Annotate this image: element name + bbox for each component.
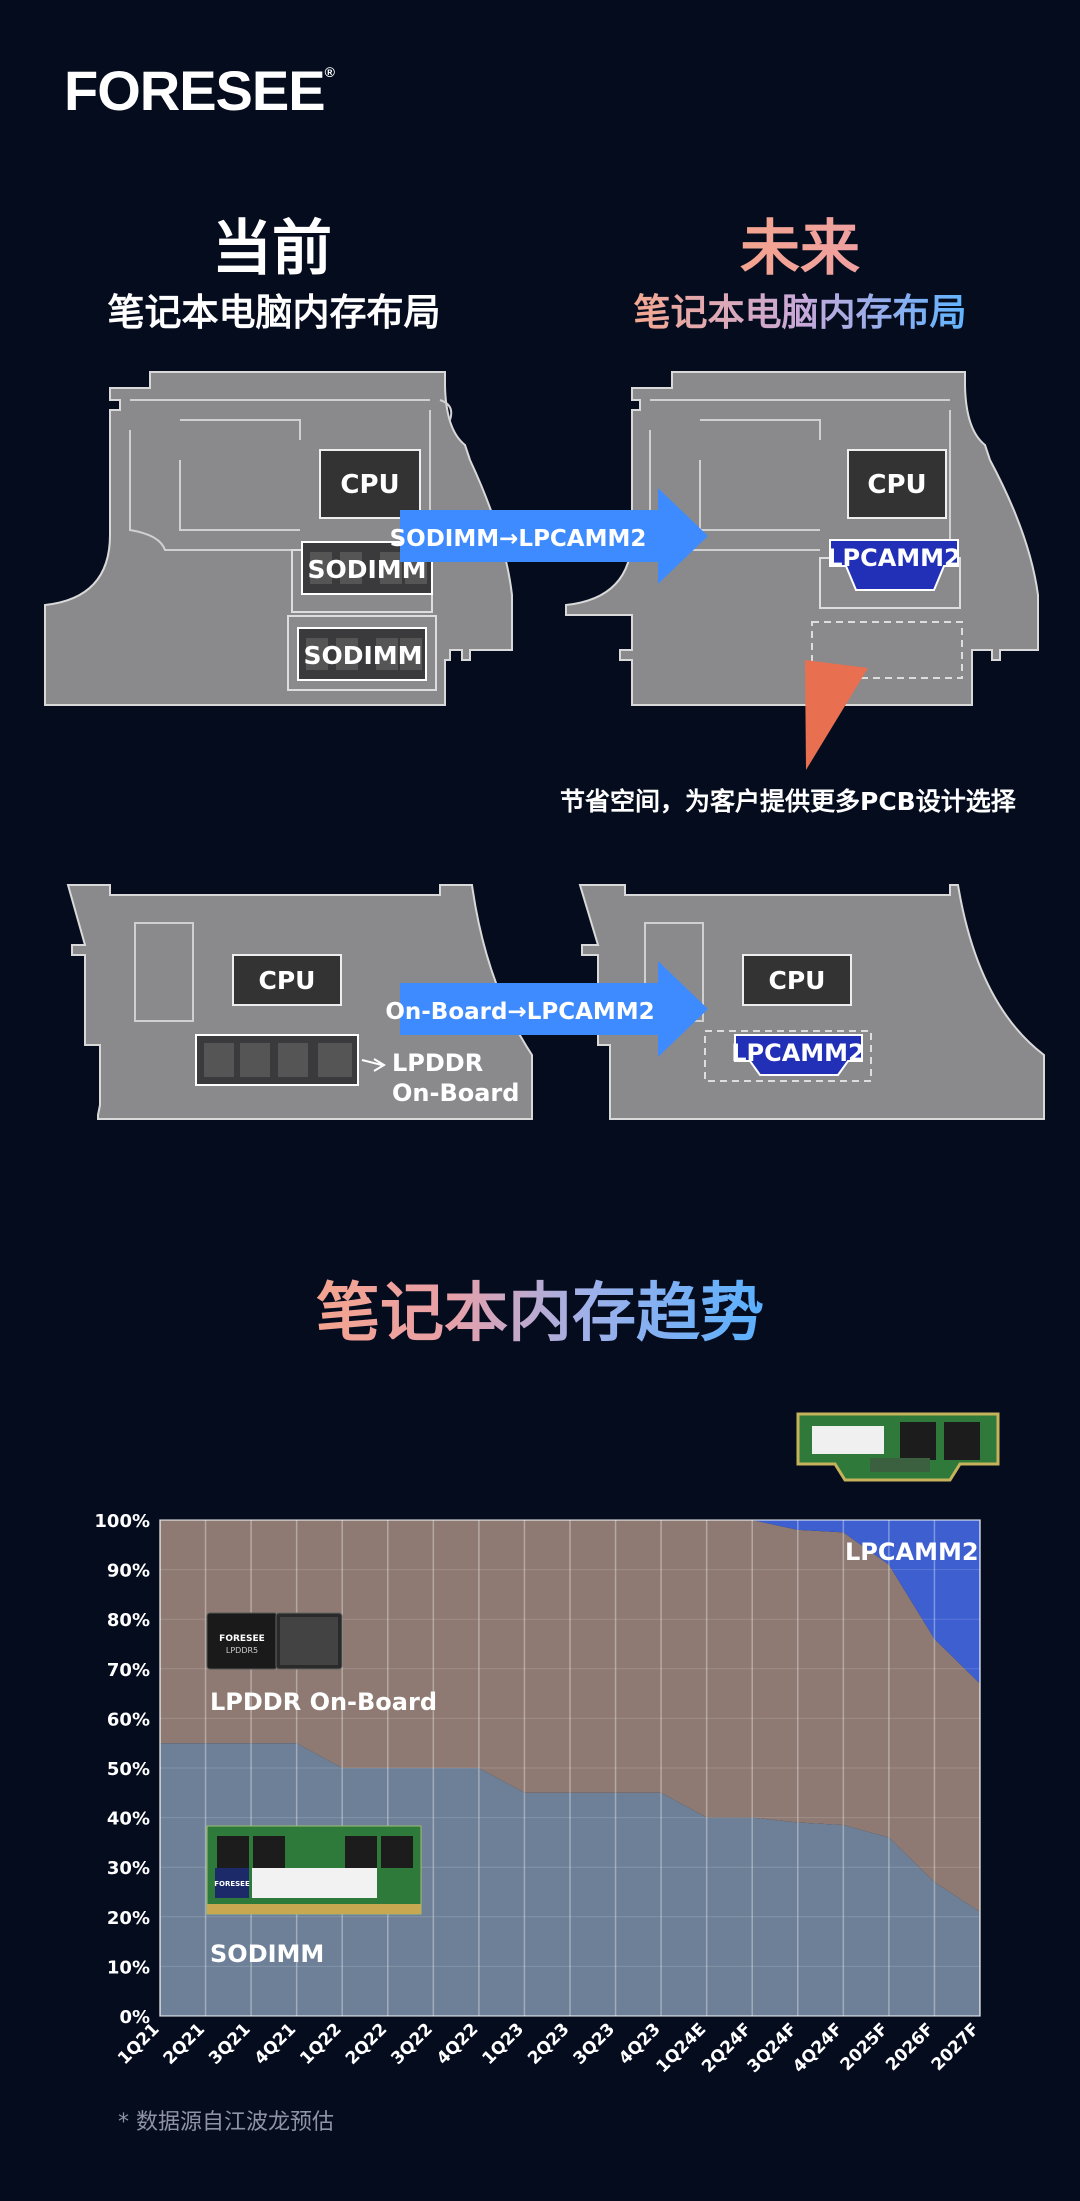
x-tick-label: 1Q24E [653,2019,711,2077]
x-tick-label: 3Q22 [387,2019,436,2068]
future-subtitle: 笔记本电脑内存布局 [633,291,967,334]
y-tick-label: 40% [107,1809,150,1830]
x-tick-label: 3Q23 [570,2019,619,2068]
lpddr-label-line1: LPDDR [392,1049,483,1077]
x-tick-label: 2Q21 [160,2019,209,2068]
y-tick-label: 70% [107,1660,150,1681]
current-title: 当前 [212,214,332,284]
brand-logo: FORESEE® [64,59,335,122]
sodimm-label-b: SODIMM [303,641,422,670]
x-tick-label: 1Q22 [296,2019,345,2068]
x-tick-label: 1Q23 [479,2019,528,2068]
future-title: 未来 [740,214,860,284]
x-tick-label: 3Q24F [744,2019,802,2077]
y-tick-label: 100% [94,1511,150,1532]
y-tick-label: 60% [107,1709,150,1730]
trend-chart: 0%10%20%30%40%50%60%70%80%90%100% 1Q212Q… [94,1412,1000,2077]
y-tick-label: 0% [119,2007,150,2028]
trend-title: 笔记本内存趋势 [316,1277,764,1351]
x-tick-label: 4Q22 [433,2019,482,2068]
y-tick-label: 90% [107,1561,150,1582]
y-tick-label: 80% [107,1610,150,1631]
plot-frame [159,1519,981,2017]
area-lpddr-on-board [160,1520,980,1912]
sodimm-brand: FORESEE [214,1880,250,1888]
x-tick-label: 2027F [928,2019,984,2075]
arrow-label-2: On-Board→LPCAMM2 [385,999,654,1025]
cpu-label-2b: CPU [769,966,826,995]
series-label-sodimm: SODIMM [210,1940,324,1968]
pointer-arrow [805,660,868,770]
lpddr-chip-image: FORESEE LPDDR5 [206,1612,343,1670]
y-tick-label: 30% [107,1858,150,1879]
lpddr-chip-brand: FORESEE [219,1634,265,1644]
x-tick-label: 2Q22 [342,2019,391,2068]
y-tick-label: 50% [107,1759,150,1780]
current-subtitle: 笔记本电脑内存布局 [107,291,441,334]
transition-arrow-1 [400,488,708,584]
x-tick-label: 3Q21 [205,2019,254,2068]
x-tick-label: 2025F [837,2019,893,2075]
lpddr-label-line2: On-Board [392,1079,519,1107]
lpddr-chip-model: LPDDR5 [226,1646,258,1655]
space-saving-note: 节省空间，为客户提供更多PCB设计选择 [560,787,1016,816]
y-tick-label: 20% [107,1908,150,1929]
x-tick-label: 2026F [882,2019,938,2075]
layout-diagram-2: CPU LPDDR On-Board CPU LPCAMM2 On-Board→… [66,884,1045,1120]
cpu-label-1b: CPU [867,470,926,500]
layout-diagram-1: CPU SODIMM SODIMM CPU LPCAMM2 SODIMM→LPC… [44,371,1039,770]
sodimm-stick-image: FORESEE [206,1825,422,1915]
arrow-label-1: SODIMM→LPCAMM2 [390,526,647,552]
lpcamm2-label-2: LPCAMM2 [731,1039,865,1067]
lpcamm2-label-1: LPCAMM2 [827,544,961,572]
area-lpcamm2 [160,1520,980,1684]
data-source-footnote: * 数据源自江波龙预估 [118,2110,334,2135]
cpu-label-1a: CPU [340,470,399,500]
x-tick-label: 4Q24F [789,2019,847,2077]
y-tick-label: 10% [107,1957,150,1978]
x-tick-label: 2Q23 [524,2019,573,2068]
series-label-lpddr-on-board: LPDDR On-Board [210,1688,437,1716]
cpu-label-2a: CPU [259,966,316,995]
x-tick-label: 2Q24F [698,2019,756,2077]
area-sodimm [160,1743,980,2016]
transition-arrow-2 [400,961,708,1057]
series-label-lpcamm2: LPCAMM2 [845,1538,979,1566]
x-tick-label: 4Q21 [251,2019,300,2068]
lpcamm2-module-image [796,1412,1000,1482]
